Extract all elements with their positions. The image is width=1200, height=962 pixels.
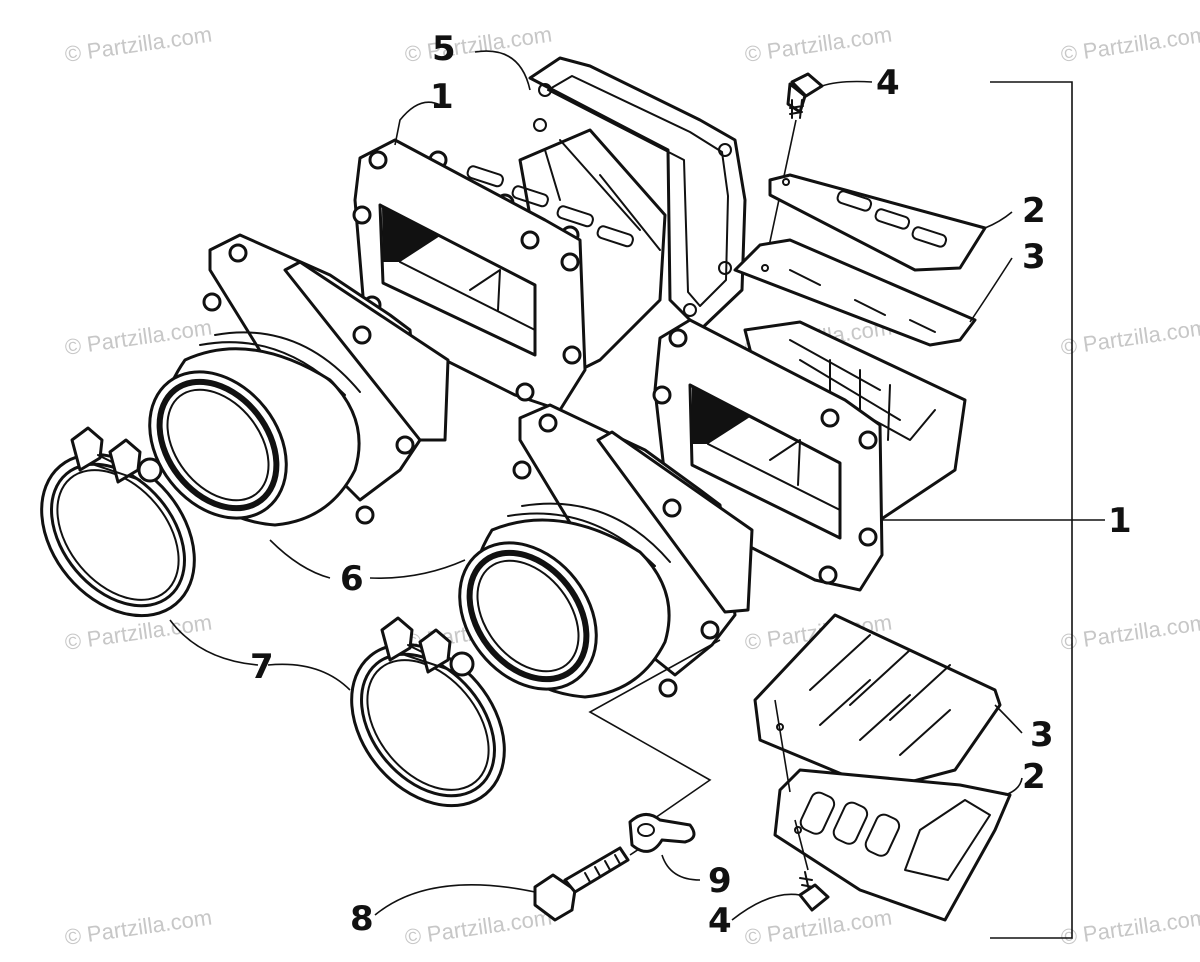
leader-lines: [169, 50, 1105, 921]
callout-2-lower: 2: [1022, 757, 1046, 797]
reed-stop-plate-part-2-top: [768, 173, 987, 272]
watermark: © Partzilla.com: [1059, 610, 1200, 655]
callout-4-upper: 4: [876, 63, 900, 103]
watermark: © Partzilla.com: [403, 905, 553, 950]
callout-1-upper: 1: [430, 77, 454, 117]
intake-flange-part-6-upper: [148, 233, 450, 527]
bolt-part-8: [533, 844, 646, 922]
hose-clamp-part-7-right: [350, 616, 506, 808]
callout-5: 5: [432, 29, 456, 69]
hose-clamp-part-7-left: [40, 426, 196, 618]
gasket-part-5: [528, 56, 747, 332]
screw-part-4-bottom: [794, 819, 830, 912]
callout-8: 8: [350, 899, 374, 939]
watermark: © Partzilla.com: [1059, 315, 1200, 360]
screw-part-4-top: [764, 72, 824, 266]
callout-2-upper: 2: [1022, 191, 1046, 231]
watermark: © Partzilla.com: [63, 22, 213, 67]
callout-1-right: 1: [1108, 501, 1132, 541]
assembly-bracket: [990, 81, 1073, 939]
callout-3-upper: 3: [1022, 237, 1046, 277]
callout-3-lower: 3: [1030, 715, 1054, 755]
callout-labels: 1 1 2 2 3 3 4 4 5 6 7 8 9: [250, 29, 1132, 941]
watermark: © Partzilla.com: [63, 315, 213, 360]
watermark: © Partzilla.com: [63, 905, 213, 950]
intake-flange-part-6-lower: [458, 403, 754, 699]
watermark: © Partzilla.com: [1059, 905, 1200, 950]
callout-9: 9: [708, 861, 732, 901]
washer-part-9: [588, 639, 721, 853]
callout-4-lower: 4: [708, 901, 732, 941]
watermark: © Partzilla.com: [403, 22, 553, 67]
reed-petal-part-3-bottom: [753, 613, 1002, 792]
callout-7: 7: [250, 647, 274, 687]
watermark: © Partzilla.com: [743, 22, 893, 67]
reed-petal-part-3-top: [733, 238, 977, 347]
callout-6: 6: [340, 559, 364, 599]
watermark: © Partzilla.com: [743, 905, 893, 950]
watermark: © Partzilla.com: [1059, 22, 1200, 67]
